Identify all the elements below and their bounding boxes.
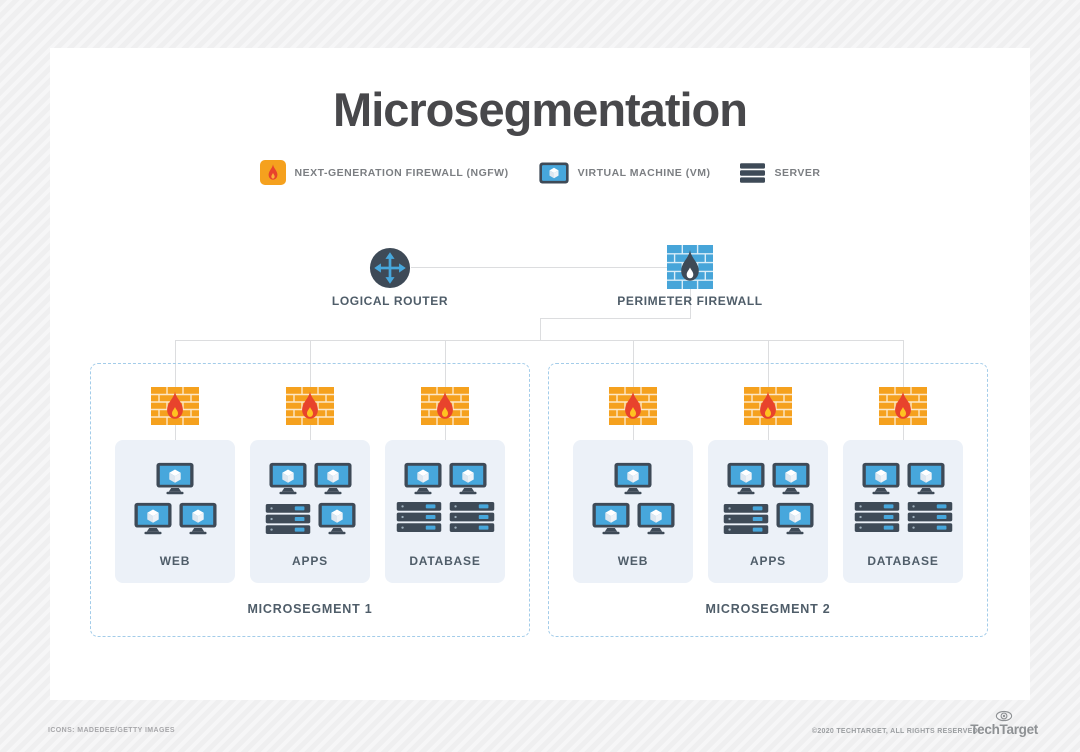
device-group-database: DATABASE bbox=[843, 440, 963, 583]
group-label: DATABASE bbox=[409, 554, 481, 568]
ngfw-firewall-icon bbox=[879, 387, 927, 425]
segment-firewall-slot bbox=[151, 387, 199, 425]
ngfw-firewall-icon bbox=[151, 387, 199, 425]
connector-jog-drop bbox=[540, 318, 541, 340]
vm-icon bbox=[403, 462, 442, 495]
server-icon bbox=[449, 502, 495, 532]
microsegment-label: MICROSEGMENT 1 bbox=[247, 602, 373, 616]
connector-bus bbox=[175, 340, 904, 341]
icon-row bbox=[854, 502, 953, 532]
vm-icon bbox=[313, 462, 352, 495]
server-icon bbox=[907, 502, 953, 532]
icon-row bbox=[265, 502, 356, 535]
copyright-text: ©2020 TECHTARGET, ALL RIGHTS RESERVED bbox=[811, 728, 978, 735]
group-label: WEB bbox=[159, 554, 191, 568]
server-icon bbox=[265, 503, 311, 534]
connector-router-firewall bbox=[411, 267, 667, 268]
device-group-web: WEB bbox=[573, 440, 693, 583]
vm-icon bbox=[156, 462, 194, 495]
ngfw-firewall-icon bbox=[286, 387, 334, 425]
legend-label: VIRTUAL MACHINE (VM) bbox=[577, 166, 711, 179]
segment-firewall-slot bbox=[609, 387, 657, 425]
ngfw-firewall-icon bbox=[744, 387, 792, 425]
perimeter-firewall-label: PERIMETER FIREWALL bbox=[617, 294, 763, 308]
content-card: Microsegmentation NEXT-GENERATION FIREWA… bbox=[50, 48, 1030, 700]
logical-router-icon bbox=[369, 247, 411, 289]
ngfw-firewall-icon bbox=[259, 160, 286, 185]
vm-icon bbox=[133, 502, 172, 535]
vm-icon bbox=[178, 502, 217, 535]
icon-row bbox=[591, 502, 675, 535]
icon-row bbox=[396, 502, 495, 532]
server-icon bbox=[854, 502, 900, 532]
vm-icon bbox=[861, 462, 900, 495]
legend-item-ngfw: NEXT-GENERATION FIREWALL (NGFW) bbox=[259, 160, 509, 185]
legend: NEXT-GENERATION FIREWALL (NGFW) VIRTUAL … bbox=[50, 160, 1030, 185]
group-label: DATABASE bbox=[867, 554, 939, 568]
vm-icon bbox=[775, 502, 814, 535]
techtarget-logo: TechTarget bbox=[970, 710, 1038, 737]
segment-firewall-slot bbox=[744, 387, 792, 425]
logical-router-label: LOGICAL ROUTER bbox=[331, 294, 449, 308]
icon-row bbox=[133, 502, 217, 535]
microsegment-label: MICROSEGMENT 2 bbox=[705, 602, 831, 616]
segment-firewall-slot bbox=[286, 387, 334, 425]
vm-icon bbox=[317, 502, 356, 535]
vm-icon bbox=[726, 462, 765, 495]
icon-row bbox=[156, 462, 194, 495]
page-title: Microsegmentation bbox=[333, 83, 748, 136]
server-icon bbox=[723, 503, 769, 534]
legend-label: NEXT-GENERATION FIREWALL (NGFW) bbox=[294, 166, 509, 179]
legend-item-vm: VIRTUAL MACHINE (VM) bbox=[538, 162, 711, 184]
vm-icon bbox=[268, 462, 307, 495]
connector-firewall-drop bbox=[690, 289, 691, 319]
brand-name: TechTarget bbox=[970, 722, 1038, 737]
legend-label: SERVER bbox=[774, 166, 821, 179]
ngfw-firewall-icon bbox=[609, 387, 657, 425]
icon-row bbox=[861, 462, 945, 495]
group-label: WEB bbox=[617, 554, 649, 568]
server-icon bbox=[740, 162, 766, 183]
icon-row bbox=[403, 462, 487, 495]
icon-row bbox=[268, 462, 352, 495]
microsegment-2-box: MICROSEGMENT 2 bbox=[548, 363, 988, 637]
vm-icon bbox=[448, 462, 487, 495]
device-group-apps: APPS bbox=[250, 440, 370, 583]
ngfw-firewall-icon bbox=[421, 387, 469, 425]
vm-icon bbox=[614, 462, 652, 495]
perimeter-firewall-icon bbox=[667, 245, 713, 289]
eye-icon bbox=[995, 710, 1013, 722]
vm-icon bbox=[636, 502, 675, 535]
connector-jog-horizontal bbox=[540, 318, 691, 319]
segment-firewall-slot bbox=[879, 387, 927, 425]
segment-firewall-slot bbox=[421, 387, 469, 425]
microsegment-1-box: MICROSEGMENT 1 bbox=[90, 363, 530, 637]
group-label: APPS bbox=[292, 554, 328, 568]
icon-credits: ICONS: MADEDEE/GETTY IMAGES bbox=[48, 727, 175, 734]
device-group-web: WEB bbox=[115, 440, 235, 583]
device-group-apps: APPS bbox=[708, 440, 828, 583]
vm-icon bbox=[591, 502, 630, 535]
server-icon bbox=[396, 502, 442, 532]
group-label: APPS bbox=[750, 554, 786, 568]
icon-row bbox=[726, 462, 810, 495]
legend-item-server: SERVER bbox=[740, 162, 821, 183]
device-group-database: DATABASE bbox=[385, 440, 505, 583]
icon-row bbox=[723, 502, 814, 535]
virtual-machine-icon bbox=[538, 162, 569, 184]
vm-icon bbox=[771, 462, 810, 495]
vm-icon bbox=[906, 462, 945, 495]
icon-row bbox=[614, 462, 652, 495]
